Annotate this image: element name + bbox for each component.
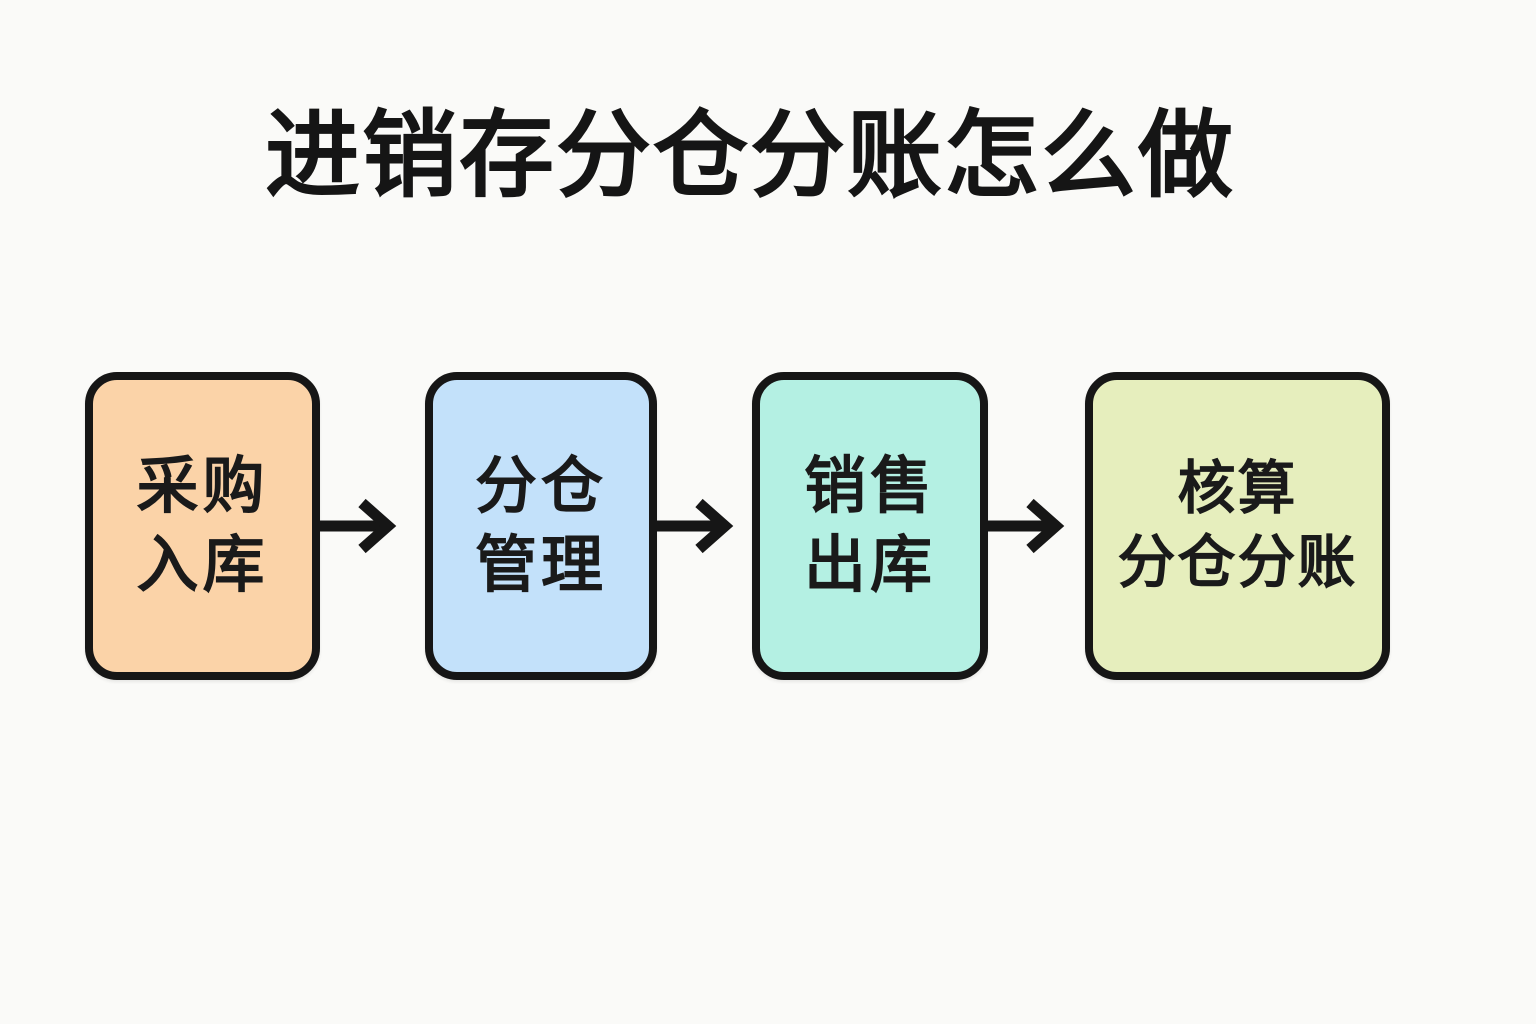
step-label-line: 分仓分账 <box>1117 530 1358 595</box>
step-label-line: 入库 <box>136 531 269 600</box>
step-label-line: 分仓 <box>474 451 607 521</box>
step-label-line: 采购 <box>136 451 269 521</box>
step-label-line: 管理 <box>474 531 607 600</box>
step-label-line: 核算 <box>1177 455 1298 521</box>
right-arrow-icon <box>316 492 410 560</box>
step-label-line: 销售 <box>803 451 936 521</box>
right-arrow-icon <box>653 492 747 560</box>
step-box-sales-outbound: 销售 出库 <box>752 372 988 680</box>
step-box-accounting-split: 核算 分仓分账 <box>1085 372 1390 680</box>
right-arrow-icon <box>984 492 1078 560</box>
page-title: 进销存分仓分账怎么做 <box>264 103 1235 209</box>
step-box-warehouse-management: 分仓 管理 <box>425 372 657 680</box>
step-label-line: 出库 <box>803 531 936 600</box>
step-box-purchase-inbound: 采购 入库 <box>85 372 320 680</box>
